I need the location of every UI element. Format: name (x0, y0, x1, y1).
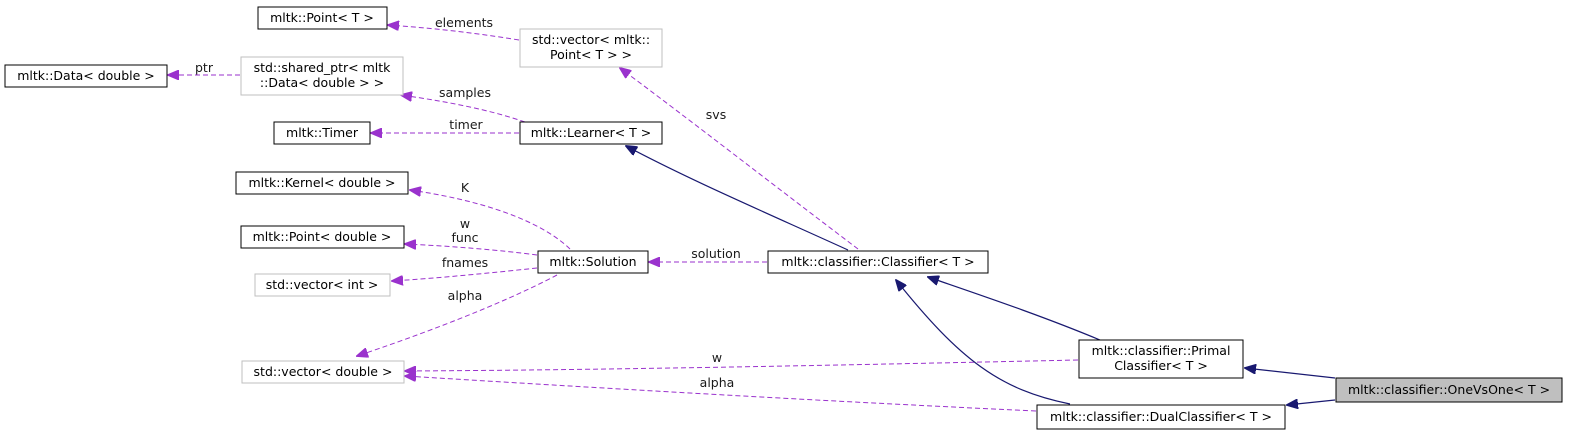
node-point-double-label: mltk::Point< double > (253, 229, 392, 244)
edge-label-fnames: fnames (442, 255, 488, 270)
node-learner[interactable]: mltk::Learner< T > (519, 121, 663, 145)
node-point-double[interactable]: mltk::Point< double > (240, 225, 405, 249)
node-kernel[interactable]: mltk::Kernel< double > (235, 171, 409, 195)
edge-alpha-solution (357, 274, 558, 356)
edge-fnames (392, 267, 538, 281)
node-solution[interactable]: mltk::Solution (537, 250, 649, 274)
node-data-double[interactable]: mltk::Data< double > (4, 64, 168, 88)
node-kernel-label: mltk::Kernel< double > (249, 175, 396, 190)
node-classifier[interactable]: mltk::classifier::Classifier< T > (767, 250, 989, 274)
node-point-t-label: mltk::Point< T > (270, 10, 374, 25)
node-primal-classifier-label-line1: mltk::classifier::Primal (1092, 343, 1231, 358)
node-shared-ptr[interactable]: std::shared_ptr< mltk ::Data< double > > (240, 56, 404, 96)
node-vector-double-label: std::vector< double > (254, 364, 393, 379)
node-onevsone-label: mltk::classifier::OneVsOne< T > (1348, 382, 1550, 397)
node-primal-classifier[interactable]: mltk::classifier::Primal Classifier< T > (1078, 339, 1244, 379)
edge-label-svs: svs (706, 107, 726, 122)
inheritance-onevsone-primal (1245, 368, 1336, 379)
node-classifier-label: mltk::classifier::Classifier< T > (781, 254, 974, 269)
edge-w-primal (405, 359, 1079, 371)
edge-svs (620, 68, 859, 250)
nodes: mltk::Point< T > std::vector< mltk:: Poi… (4, 6, 1563, 430)
node-solution-label: mltk::Solution (549, 254, 636, 269)
edge-label-w-func-line1: w (460, 216, 470, 231)
inheritance-onevsone-dual (1287, 400, 1336, 405)
edge-samples (401, 95, 526, 123)
edge-label-K: K (461, 180, 470, 195)
node-dual-classifier[interactable]: mltk::classifier::DualClassifier< T > (1036, 404, 1286, 430)
edge-label-timer: timer (449, 117, 483, 132)
inheritance-classifier-learner (626, 146, 849, 251)
node-vector-point[interactable]: std::vector< mltk:: Point< T > > (519, 28, 663, 68)
node-vector-int-label: std::vector< int > (266, 277, 379, 292)
node-primal-classifier-label-line2: Classifier< T > (1114, 358, 1208, 373)
node-vector-point-label-line2: Point< T > > (550, 47, 632, 62)
edge-label-elements: elements (435, 15, 493, 30)
node-onevsone[interactable]: mltk::classifier::OneVsOne< T > (1335, 377, 1563, 403)
edge-w-func (405, 244, 538, 256)
node-shared-ptr-label-line2: ::Data< double > > (260, 75, 384, 90)
node-shared-ptr-label-line1: std::shared_ptr< mltk (254, 60, 392, 75)
edge-label-samples: samples (439, 85, 491, 100)
node-data-double-label: mltk::Data< double > (17, 68, 155, 83)
edge-elements (388, 25, 520, 41)
node-vector-point-label-line1: std::vector< mltk:: (532, 32, 650, 47)
edge-label-w-primal: w (712, 350, 722, 365)
edge-label-solution: solution (691, 246, 741, 261)
edge-label-alpha-dual: alpha (700, 375, 735, 390)
node-vector-double[interactable]: std::vector< double > (241, 360, 405, 384)
node-timer[interactable]: mltk::Timer (273, 121, 371, 145)
node-learner-label: mltk::Learner< T > (531, 125, 652, 140)
edges: elements ptr samples timer svs K w func … (168, 15, 1336, 412)
node-vector-int[interactable]: std::vector< int > (254, 273, 391, 297)
node-timer-label: mltk::Timer (286, 125, 359, 140)
edge-label-ptr: ptr (195, 60, 214, 75)
edge-alpha-dual (405, 376, 1037, 412)
node-dual-classifier-label: mltk::classifier::DualClassifier< T > (1050, 409, 1272, 424)
edge-label-alpha-solution: alpha (448, 288, 483, 303)
edge-K (410, 190, 571, 250)
inheritance-dual-classifier (896, 280, 1071, 405)
inheritance-primal-classifier (928, 277, 1101, 341)
edge-label-w-func-line2: func (451, 230, 478, 245)
node-point-t[interactable]: mltk::Point< T > (257, 6, 388, 30)
